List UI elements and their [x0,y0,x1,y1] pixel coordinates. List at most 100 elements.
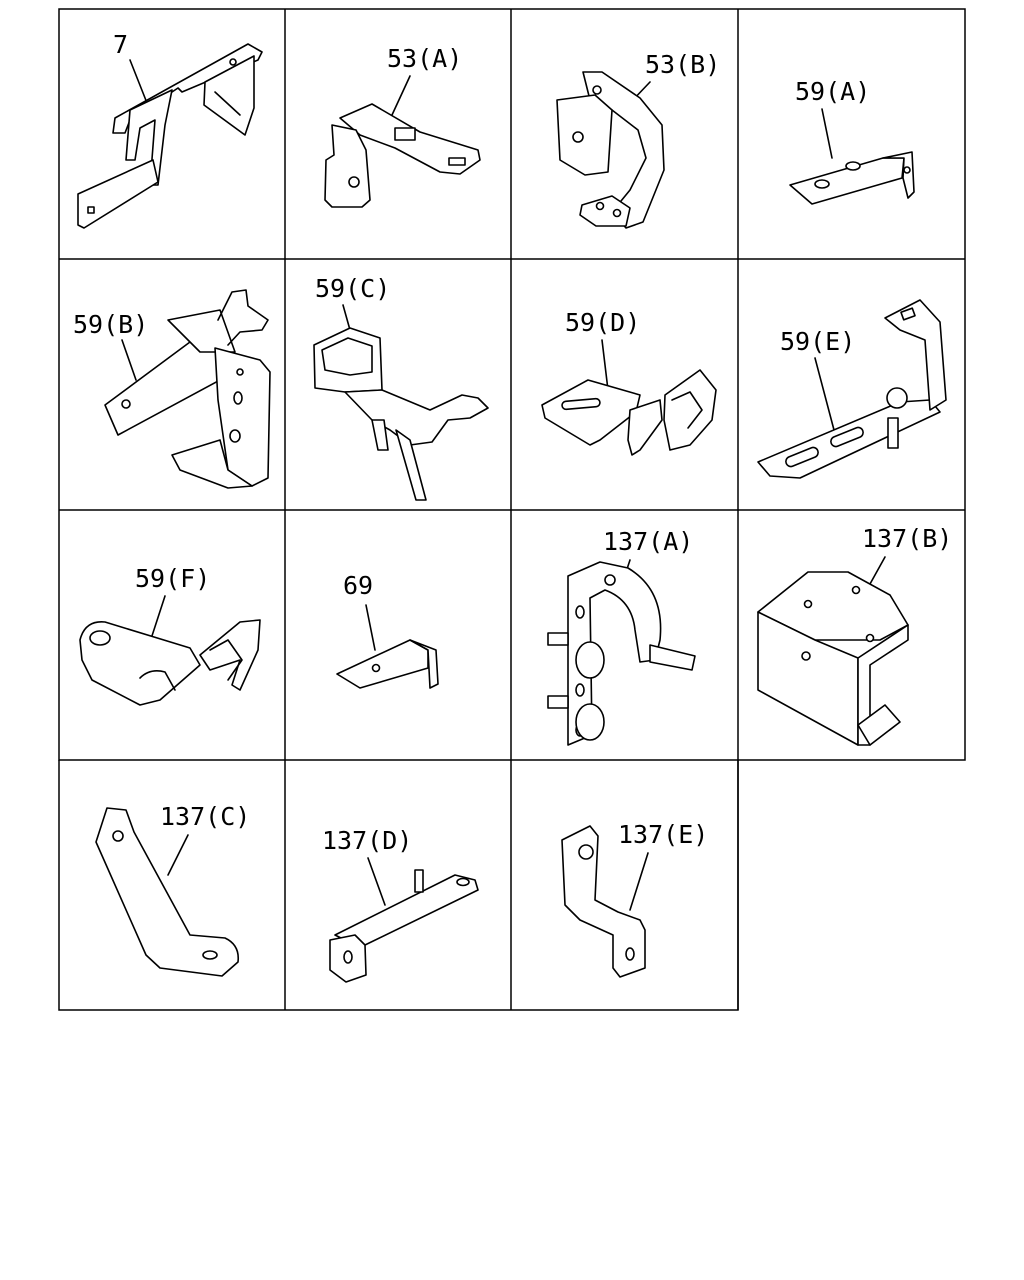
bracket-137b-top [757,571,909,641]
bracket-53a-tab [394,127,416,141]
bracket-59e-upright [884,299,947,411]
bracket-137a-grommet-1 [575,641,605,679]
bracket-7-flange [203,55,255,136]
part-label-137d: 137(D) [322,826,412,855]
leader-line-69 [365,604,376,651]
leader-line-53a [391,75,411,116]
bracket-69-hole [371,663,381,673]
bracket-137b-foot [857,704,901,746]
leader-line-59d [601,339,609,391]
bracket-137a-hole-1 [604,574,616,586]
bracket-59e-stud [887,417,899,449]
bracket-137e-nut [578,844,594,860]
bracket-7-hole-2 [229,58,237,66]
part-59d[interactable]: 59(D) [541,308,717,456]
bracket-53b-foot [579,195,631,227]
bracket-53a-slot [448,157,466,166]
bracket-137d-bar [334,874,479,946]
bracket-59e-square-hole [900,307,916,321]
part-label-59d: 59(D) [565,308,640,337]
leader-line-59f [149,595,166,643]
bracket-137b-hole-4 [801,651,811,661]
bracket-59d-clip [663,369,717,451]
leader-line-137c [167,834,189,876]
part-label-137c: 137(C) [160,802,250,831]
grid-outer-top [58,8,966,761]
bracket-137b-side [857,624,909,746]
bracket-59d-plate [541,379,641,446]
bracket-59a-hole-3 [903,166,911,174]
bracket-7-fold [214,91,241,116]
grid-outer-bottom [58,760,739,1011]
bracket-137a-body [567,561,662,746]
part-label-53a: 53(A) [387,44,462,73]
bracket-69-flange [409,639,439,689]
bracket-137d-hole-1 [343,950,353,964]
part-137b[interactable]: 137(B) [757,524,952,746]
part-59a[interactable]: 59(A) [789,77,915,205]
part-label-59e: 59(E) [780,327,855,356]
part-137e[interactable]: 137(E) [561,820,708,978]
part-137d[interactable]: 137(D) [322,826,479,983]
bracket-53a-leg [324,124,371,208]
bracket-59f-hole-1 [89,630,111,646]
bracket-59b-plate [214,347,271,487]
bracket-137a-stud [649,644,696,671]
part-7[interactable]: 7 [77,30,263,229]
bracket-137b-hole-1 [803,599,813,609]
bracket-59d-neck [627,399,663,456]
leader-line-7 [129,59,148,104]
bracket-59b-hole-2 [236,368,244,376]
bracket-53b-hole-1 [592,85,602,95]
bracket-59c-arm [344,389,489,446]
bracket-137c-body [95,807,240,977]
part-137a[interactable]: 137(A) [547,527,696,746]
leader-line-137e [629,852,649,911]
bracket-69-plate [336,639,429,689]
bracket-59b-arm [104,341,226,436]
part-69[interactable]: 69 [336,571,439,689]
part-59c[interactable]: 59(C) [313,274,489,501]
bracket-59d-clip-fold [671,391,703,429]
bracket-59e-boss [886,387,908,409]
leader-line-137d [367,857,386,906]
bracket-7-arm [125,89,173,186]
part-label-59f: 59(F) [135,564,210,593]
bracket-137b-hole-3 [865,633,875,643]
bracket-59c-box-inner [321,337,373,376]
part-label-137b: 137(B) [862,524,952,553]
part-53a[interactable]: 53(A) [324,44,481,208]
bracket-59f-clip-fold [209,639,243,681]
bracket-53b-hole-4 [612,208,622,218]
part-137c[interactable]: 137(C) [95,802,250,977]
bracket-53b-hole-3 [595,201,605,211]
bracket-7-foot [77,159,159,229]
bracket-137a-hole-3 [575,683,585,697]
leader-line-59e [814,357,835,431]
bracket-7-hole [87,206,95,214]
bracket-59c-leg-1 [371,419,389,451]
part-label-59a: 59(A) [795,77,870,106]
bracket-59b-hole-1 [121,399,131,409]
bracket-59a-hole-1 [814,179,830,189]
bracket-137e-body [561,825,646,978]
part-59f[interactable]: 59(F) [79,564,261,706]
part-label-59b: 59(B) [73,310,148,339]
part-53b[interactable]: 53(B) [556,50,720,229]
part-label-137e: 137(E) [618,820,708,849]
part-59b[interactable]: 59(B) [73,289,271,489]
leader-line-137b [869,556,886,585]
bracket-59f-clip [199,619,261,691]
bracket-59f-slot [139,670,176,691]
part-label-69: 69 [343,571,373,600]
bracket-137a-pin-1 [547,632,569,646]
bracket-59d-slot [561,397,601,411]
parts-grid [58,8,966,1011]
bracket-59b-clip [217,289,269,346]
bracket-53a-hole [348,176,360,188]
part-59e[interactable]: 59(E) [757,299,947,479]
bracket-59e-slot-1 [785,446,819,468]
bracket-59b-foot [171,439,253,489]
bracket-137b-hole-2 [851,585,861,595]
